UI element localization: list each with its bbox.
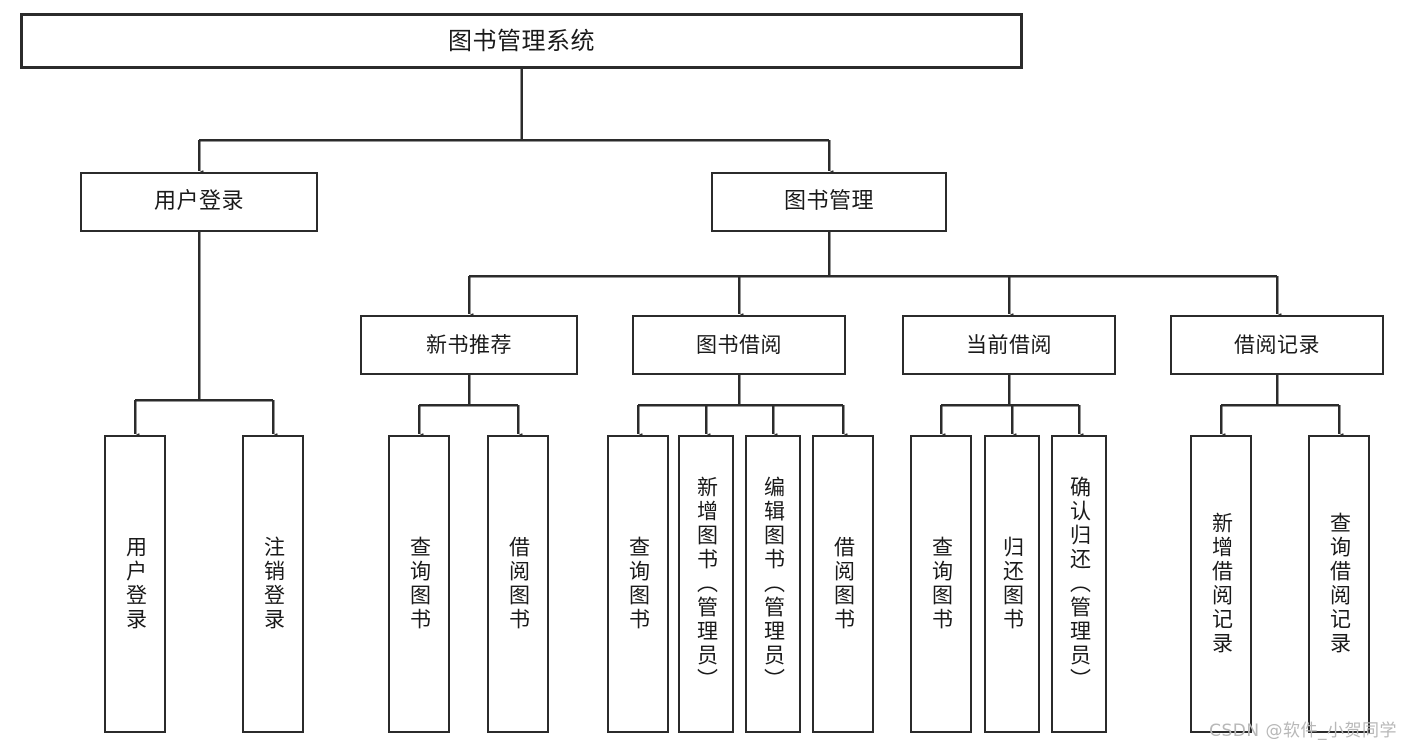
node-c-return[interactable]: 归还图书 [984, 435, 1040, 733]
node-label: 新书推荐 [426, 332, 512, 357]
node-label: 用户登录 [153, 189, 244, 215]
node-borrow[interactable]: 图书借阅 [632, 315, 846, 375]
node-login[interactable]: 用户登录 [80, 172, 318, 232]
node-l-logout[interactable]: 注销登录 [242, 435, 304, 733]
node-c-confirm[interactable]: 确认归还（管理员） [1051, 435, 1107, 733]
node-c-query[interactable]: 查询图书 [910, 435, 972, 733]
node-b-edit[interactable]: 编辑图书（管理员） [745, 435, 801, 733]
node-label: 归还图书 [1000, 536, 1025, 632]
node-label: 查询图书 [626, 536, 651, 632]
node-label: 新增借阅记录 [1209, 512, 1234, 656]
node-l-login[interactable]: 用户登录 [104, 435, 166, 733]
node-newbook[interactable]: 新书推荐 [360, 315, 578, 375]
node-record[interactable]: 借阅记录 [1170, 315, 1384, 375]
node-label: 当前借阅 [966, 332, 1052, 357]
node-label: 新增图书（管理员） [694, 476, 719, 692]
node-label: 借阅记录 [1234, 332, 1320, 357]
node-label: 借阅图书 [506, 536, 531, 632]
node-bookmgmt[interactable]: 图书管理 [711, 172, 947, 232]
node-label: 编辑图书（管理员） [761, 476, 786, 692]
node-label: 图书借阅 [696, 332, 782, 357]
node-label: 图书管理系统 [448, 26, 595, 55]
node-label: 查询图书 [407, 536, 432, 632]
node-label: 查询借阅记录 [1327, 512, 1352, 656]
node-b-add[interactable]: 新增图书（管理员） [678, 435, 734, 733]
node-b-query[interactable]: 查询图书 [607, 435, 669, 733]
node-root[interactable]: 图书管理系统 [20, 13, 1023, 69]
node-n-borrow[interactable]: 借阅图书 [487, 435, 549, 733]
node-label: 用户登录 [123, 536, 148, 632]
node-label: 确认归还（管理员） [1067, 476, 1092, 692]
node-r-add[interactable]: 新增借阅记录 [1190, 435, 1252, 733]
node-n-query[interactable]: 查询图书 [388, 435, 450, 733]
node-label: 注销登录 [261, 536, 286, 632]
node-current[interactable]: 当前借阅 [902, 315, 1116, 375]
watermark: CSDN @软件_小贺同学 [1209, 721, 1397, 741]
node-label: 借阅图书 [831, 536, 856, 632]
node-r-query[interactable]: 查询借阅记录 [1308, 435, 1370, 733]
edges [135, 69, 1339, 434]
node-label: 图书管理 [783, 189, 874, 215]
node-label: 查询图书 [929, 536, 954, 632]
node-b-borrow[interactable]: 借阅图书 [812, 435, 874, 733]
